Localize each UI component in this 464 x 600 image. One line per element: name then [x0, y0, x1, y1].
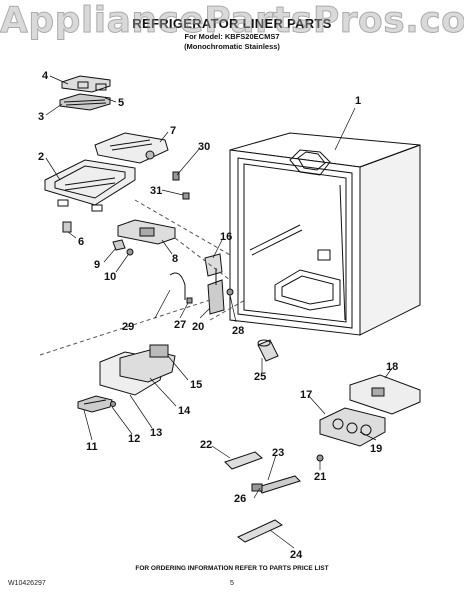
callout-21: 21 [314, 471, 326, 483]
callout-29: 29 [122, 321, 134, 333]
callout-7: 7 [170, 125, 176, 137]
callout-8: 8 [172, 253, 178, 265]
callout-13: 13 [150, 427, 162, 439]
callout-17: 17 [300, 389, 312, 401]
page-title: REFRIGERATOR LINER PARTS [132, 16, 332, 31]
callout-25: 25 [254, 371, 266, 383]
document-number: W10426297 [8, 580, 46, 587]
callout-22: 22 [200, 439, 212, 451]
callout-27: 27 [174, 319, 186, 331]
bulb-and-screw [112, 239, 134, 256]
callout-20: 20 [192, 321, 204, 333]
lower-bin-assembly [77, 344, 176, 413]
callout-18: 18 [386, 361, 398, 373]
callout-12: 12 [128, 433, 140, 445]
clip-part [62, 221, 72, 233]
callout-2: 2 [38, 151, 44, 163]
callout-15: 15 [190, 379, 202, 391]
callout-24: 24 [290, 549, 303, 561]
model-variant: (Monochromatic Stainless) [184, 42, 280, 51]
callout-23: 23 [272, 447, 284, 459]
callout-14: 14 [178, 405, 191, 417]
ordering-note: FOR ORDERING INFORMATION REFER TO PARTS … [135, 565, 329, 572]
callout-31: 31 [150, 185, 162, 197]
liner-part [229, 132, 421, 336]
callout-6: 6 [78, 236, 84, 248]
callout-16: 16 [220, 231, 232, 243]
light-housing [117, 219, 176, 245]
leader-lines [39, 199, 246, 356]
callout-28: 28 [232, 325, 244, 337]
callout-leaders [45, 75, 393, 549]
callout-3: 3 [38, 111, 44, 123]
humidity-control [94, 132, 169, 164]
callout-26: 26 [234, 493, 246, 505]
crisper-cover [44, 159, 136, 212]
small-screws [172, 171, 190, 200]
callout-9: 9 [94, 259, 100, 271]
callout-11: 11 [86, 441, 98, 453]
control-housing [316, 374, 421, 462]
small-parts [224, 451, 301, 543]
callout-1: 1 [355, 95, 361, 107]
callout-30: 30 [198, 141, 210, 153]
control-components [169, 253, 234, 315]
page-number: 5 [230, 580, 234, 587]
callout-19: 19 [370, 443, 382, 455]
callout-labels: 1 2 3 4 5 6 7 8 9 10 11 12 13 14 15 16 1… [38, 70, 398, 561]
callout-10: 10 [104, 271, 116, 283]
bracket-assembly [59, 75, 111, 111]
cylinder-part [257, 339, 279, 362]
model-number: For Model: KBFS20ECMS7 [184, 32, 280, 41]
callout-4: 4 [42, 70, 49, 82]
callout-5: 5 [118, 97, 124, 109]
